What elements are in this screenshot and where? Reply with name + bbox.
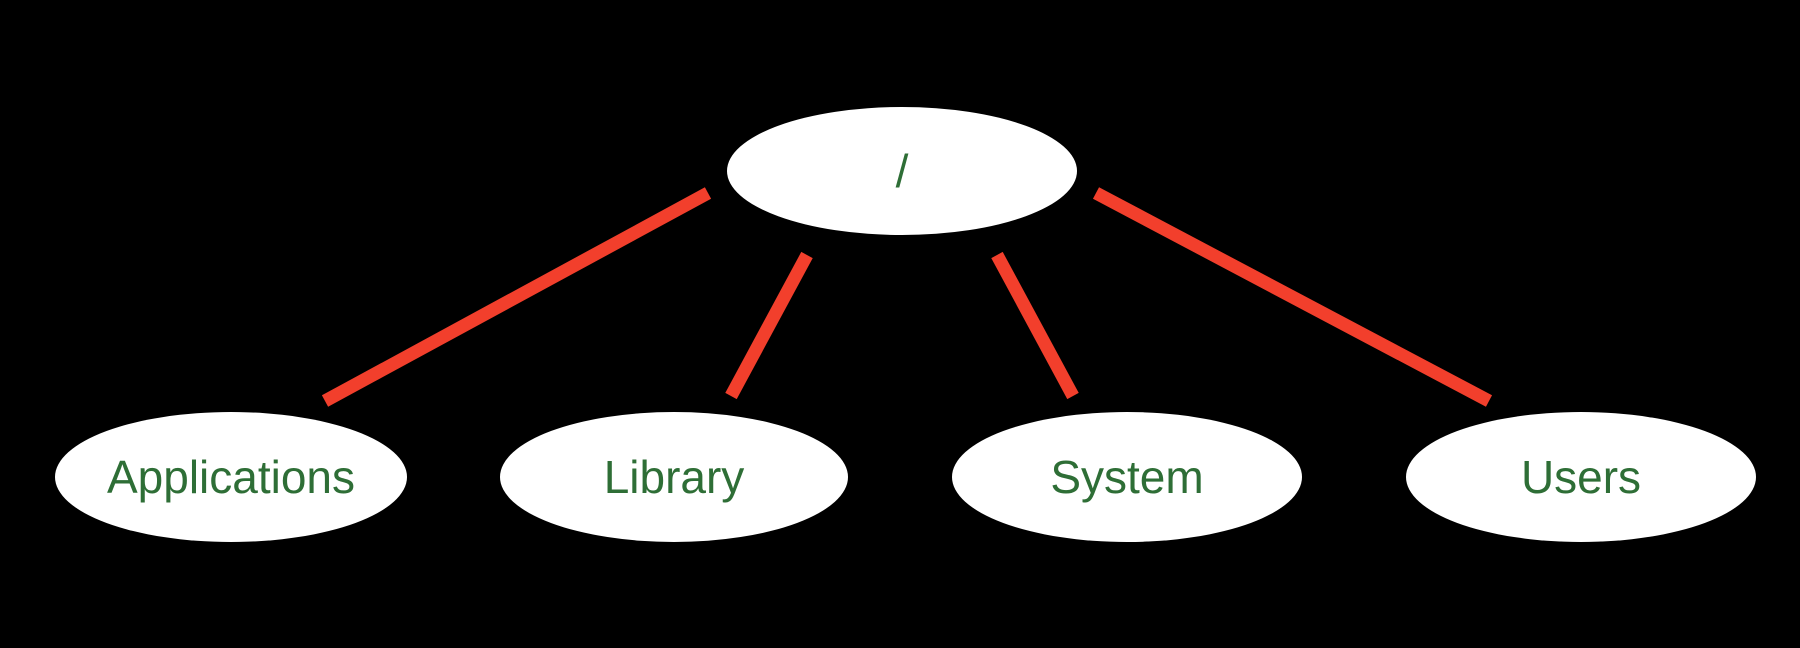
node-users-label: Users [1520, 451, 1642, 503]
node-users: Users [1406, 412, 1756, 542]
node-system: System [952, 412, 1302, 542]
node-library: Library [500, 412, 848, 542]
edge-root-system [991, 251, 1079, 400]
edge-root-applications [321, 187, 712, 407]
node-root-label: / [895, 145, 909, 197]
node-library-label: Library [603, 451, 745, 503]
node-applications: Applications [55, 412, 407, 542]
edge-root-library [725, 251, 813, 400]
node-root: / [727, 107, 1077, 235]
node-applications-label: Applications [106, 451, 356, 503]
node-system-label: System [1050, 451, 1204, 503]
edge-root-users [1092, 187, 1493, 407]
